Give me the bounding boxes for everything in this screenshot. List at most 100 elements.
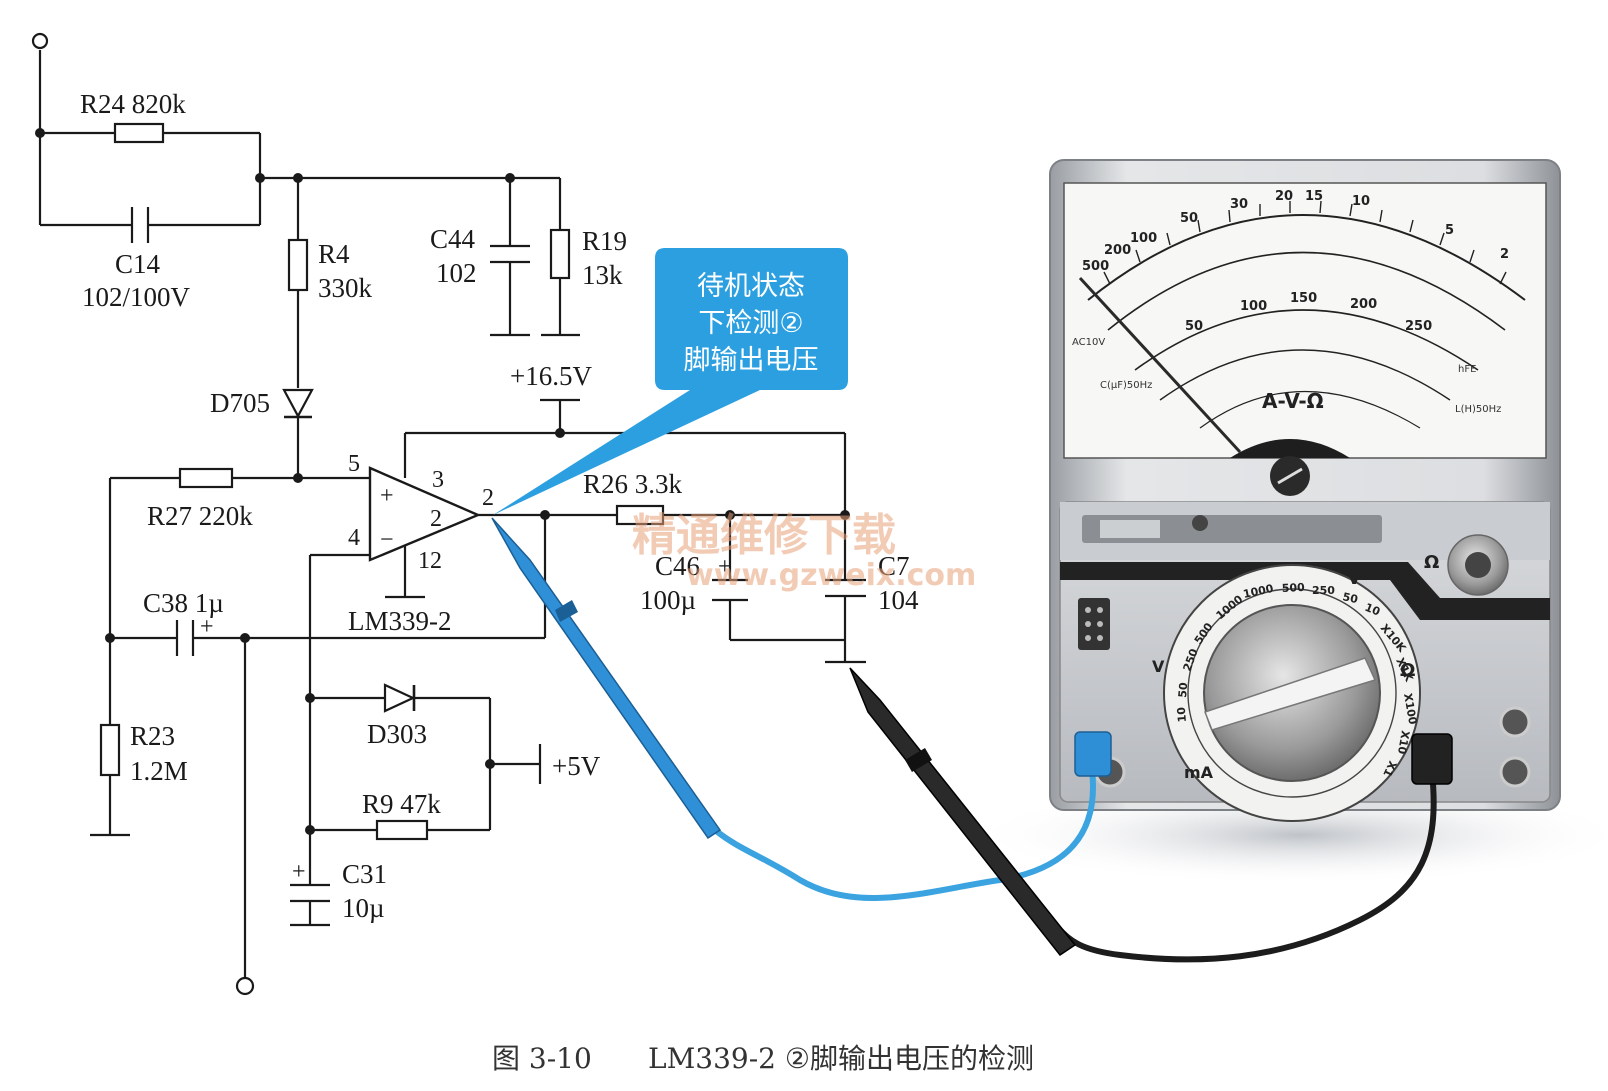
- hfe-socket-holes: [1085, 607, 1103, 641]
- resistor-r9: [375, 819, 429, 841]
- range-label-ohm: Ω: [1400, 660, 1415, 681]
- label-c31: C31: [342, 859, 387, 889]
- svg-text:50: 50: [1341, 590, 1359, 606]
- capacitor-c31: [290, 883, 330, 903]
- meter-pivot-cover: [1230, 439, 1350, 458]
- blue-probe-guard: [555, 600, 578, 622]
- label-r23: R23: [130, 721, 175, 751]
- range-selector-v-labels: 1000 500 250 50 10: [1242, 581, 1382, 619]
- meter-label-cap: C(µF)50Hz: [1100, 380, 1152, 391]
- svg-text:200: 200: [1350, 297, 1377, 312]
- callout-line3: 脚输出电压: [684, 345, 819, 376]
- caption-figure: 图 3-10: [492, 1042, 592, 1075]
- black-probe[interactable]: [849, 667, 1077, 957]
- svg-text:200: 200: [1104, 243, 1131, 258]
- label-c46: C46: [655, 551, 700, 581]
- label-c7-value: 104: [878, 585, 919, 615]
- label-c14: C14: [115, 249, 161, 279]
- svg-text:15: 15: [1305, 189, 1323, 204]
- label-r24: R24 820k: [80, 89, 186, 119]
- meter-black-band: [1060, 562, 1550, 620]
- range-label-ma: mA: [1184, 763, 1214, 782]
- callout-bubble: [493, 248, 848, 515]
- terminal-top: [31, 32, 49, 50]
- polarity-c46: +: [718, 554, 732, 580]
- blue-probe[interactable]: [491, 517, 722, 840]
- meter-scale-title: A-V-Ω: [1262, 389, 1324, 413]
- capacitor-c7: [825, 578, 866, 598]
- label-opamp: LM339-2: [348, 606, 452, 636]
- svg-text:10: 10: [1352, 194, 1370, 209]
- hfe-socket: [1078, 598, 1110, 650]
- jack-extra-1[interactable]: [1499, 706, 1531, 738]
- svg-text:1000: 1000: [1242, 582, 1275, 601]
- resistor-r4: [287, 238, 309, 292]
- callout-line2: 下检测②: [698, 308, 803, 339]
- label-d303: D303: [367, 719, 427, 749]
- blue-lead-plug[interactable]: [1074, 731, 1112, 777]
- svg-text:50: 50: [1185, 319, 1203, 334]
- range-label-v-dc: V: [1348, 569, 1361, 588]
- label-c46-value: 100µ: [640, 585, 696, 615]
- label-d705: D705: [210, 388, 270, 418]
- capacitor-c46: [712, 578, 748, 602]
- label-r27: R27 220k: [147, 501, 253, 531]
- watermark-title: 精通维修下载: [632, 510, 896, 561]
- watermark-url: www.gzweix.com: [686, 558, 976, 593]
- resistor-r27: [178, 467, 234, 489]
- svg-text:30: 30: [1230, 197, 1248, 212]
- capacitor-c38: [175, 620, 195, 656]
- black-probe-guard: [905, 748, 932, 772]
- meter-top-scale-labels: 500 200 100 50 30 20 15 10 5 2: [1082, 189, 1509, 274]
- capacitor-c44: [490, 244, 530, 264]
- black-lead-cable: [1057, 771, 1437, 963]
- svg-text:10: 10: [1175, 706, 1189, 723]
- meter-label-hfe: hFE: [1458, 364, 1476, 375]
- svg-text:150: 150: [1290, 291, 1317, 306]
- range-selector-inner-ring: [1187, 588, 1397, 798]
- pin-4: 4: [348, 525, 360, 551]
- label-r9: R9 47k: [362, 789, 441, 819]
- label-supply-5v: +5V: [552, 751, 601, 781]
- polarity-c38: +: [200, 614, 214, 640]
- caption-text: LM339-2 ②脚输出电压的检测: [648, 1042, 1034, 1075]
- resistor-r26: [615, 504, 665, 526]
- svg-text:10: 10: [1363, 601, 1382, 619]
- label-r23-value: 1.2M: [130, 756, 188, 786]
- svg-text:X10: X10: [1395, 729, 1412, 755]
- terminal-bottom: [235, 976, 255, 996]
- label-c14-value: 102/100V: [82, 282, 191, 312]
- svg-text:100: 100: [1240, 299, 1267, 314]
- meter-indicator: [1192, 515, 1208, 531]
- pin-minus: −: [380, 527, 394, 553]
- diode-d705: [282, 388, 314, 419]
- svg-text:100: 100: [1130, 231, 1157, 246]
- svg-text:500: 500: [1281, 581, 1305, 595]
- meter-scale-arcs: [1087, 214, 1526, 429]
- black-lead-plug[interactable]: [1411, 733, 1453, 785]
- pin-plus: +: [380, 483, 394, 509]
- label-c44-value: 102: [436, 258, 477, 288]
- meter-label-lo: L(H)50Hz: [1455, 404, 1501, 415]
- comparator-lm339: [368, 466, 482, 562]
- jack-extra-2[interactable]: [1499, 756, 1531, 788]
- label-c31-value: 10µ: [342, 893, 385, 923]
- meter-window-glare: [1100, 520, 1160, 538]
- meter-face: [1063, 182, 1547, 459]
- pin-2-out: 2: [482, 485, 494, 511]
- junction-dots: [35, 128, 850, 835]
- meter-mid-scale-labels: 50 100 150 200 250: [1185, 291, 1432, 334]
- zero-adjust-slot: [1277, 467, 1303, 485]
- svg-text:5: 5: [1445, 223, 1454, 238]
- pin-2-in: 2: [430, 506, 442, 532]
- capacitor-c14: [130, 207, 150, 243]
- label-r19-value: 13k: [582, 260, 623, 290]
- range-selector-pointer: [1204, 657, 1377, 731]
- pin-5: 5: [348, 451, 360, 477]
- resistor-r23: [99, 723, 121, 777]
- blue-lead-cable: [713, 769, 1096, 901]
- callout-line1: 待机状态: [697, 271, 805, 302]
- resistor-r19: [549, 228, 571, 280]
- polarity-c31: +: [292, 859, 306, 885]
- label-r26: R26 3.3k: [583, 469, 683, 499]
